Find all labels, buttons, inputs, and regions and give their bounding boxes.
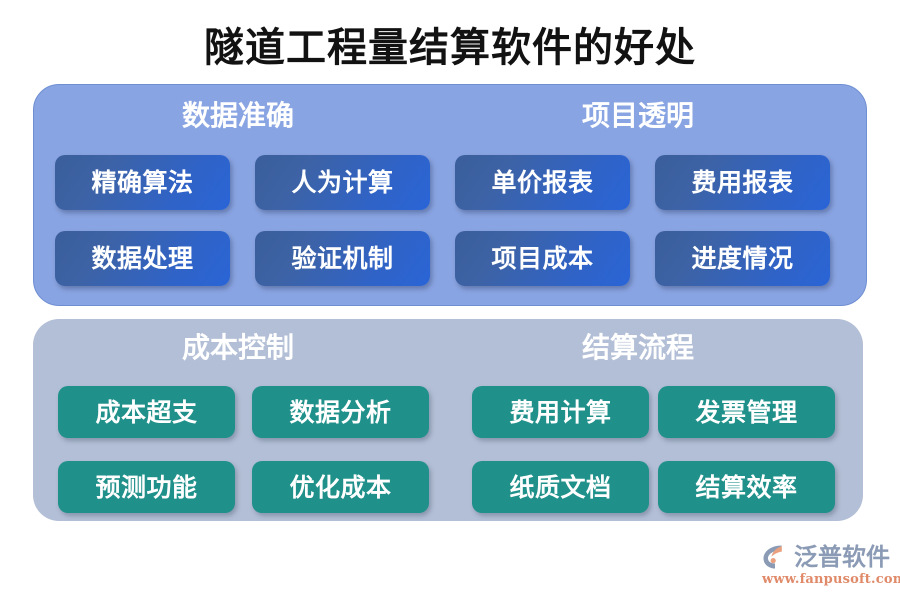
chip-cost-overrun[interactable]: 成本超支 <box>58 386 235 438</box>
page-title: 隧道工程量结算软件的好处 <box>204 24 696 71</box>
chip-progress-status[interactable]: 进度情况 <box>655 231 830 286</box>
group-title-project-transparency: 项目透明 <box>581 99 694 132</box>
group-title-data-accuracy: 数据准确 <box>181 99 294 132</box>
chip-paper-document[interactable]: 纸质文档 <box>472 461 649 513</box>
chip-data-analysis[interactable]: 数据分析 <box>252 386 429 438</box>
chip-invoice-management[interactable]: 发票管理 <box>658 386 835 438</box>
brand-logo: 泛普软件 www.fanpusoft.com <box>760 543 900 591</box>
group-title-cost-control: 成本控制 <box>181 331 294 364</box>
chip-expense-report[interactable]: 费用报表 <box>655 155 830 210</box>
chip-settlement-efficiency[interactable]: 结算效率 <box>658 461 835 513</box>
chip-cost-optimization[interactable]: 优化成本 <box>252 461 429 513</box>
chip-fee-calculation[interactable]: 费用计算 <box>472 386 649 438</box>
chip-unit-price-report[interactable]: 单价报表 <box>455 155 630 210</box>
logo-company-name: 泛普软件 <box>794 543 890 571</box>
chip-forecast-function[interactable]: 预测功能 <box>58 461 235 513</box>
chip-manual-calculation[interactable]: 人为计算 <box>255 155 430 210</box>
chip-data-processing[interactable]: 数据处理 <box>55 231 230 286</box>
logo-row: 泛普软件 <box>760 543 890 571</box>
group-title-settlement-process: 结算流程 <box>581 331 694 364</box>
logo-website-url: www.fanpusoft.com <box>762 572 900 587</box>
fanpu-logo-icon <box>760 543 790 571</box>
chip-precise-algorithm[interactable]: 精确算法 <box>55 155 230 210</box>
chip-project-cost[interactable]: 项目成本 <box>455 231 630 286</box>
chip-verification-mechanism[interactable]: 验证机制 <box>255 231 430 286</box>
